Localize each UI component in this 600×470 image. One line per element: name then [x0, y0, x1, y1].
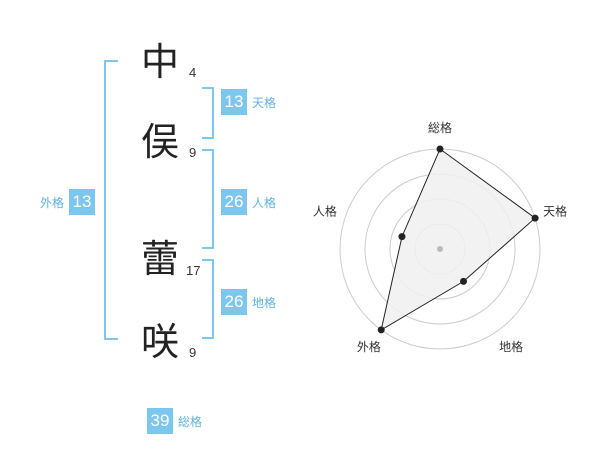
radar-data-polygon [380, 148, 536, 331]
radar-axis-label-3: 地格 [499, 339, 523, 354]
jinkaku-badge: 26 人格 [221, 189, 276, 215]
gaikaku-badge: 外格 13 [40, 189, 96, 215]
name-char-1: 中 [140, 40, 179, 84]
radar-point-1 [436, 145, 444, 153]
gaikaku-value: 13 [69, 189, 96, 215]
tenkaku-label: 天格 [252, 95, 277, 110]
stroke-count-4: 9 [189, 345, 197, 360]
radar-center-dot [437, 246, 443, 252]
soukaku-value: 39 [147, 408, 173, 434]
chikaku-bracket [202, 259, 214, 339]
jinkaku-bracket [202, 149, 214, 249]
chikaku-label: 地格 [252, 295, 277, 310]
stroke-count-1: 4 [189, 65, 197, 80]
jinkaku-value: 26 [221, 189, 247, 215]
name-char-2: 俣 [140, 120, 179, 164]
radar-axis-label-1: 総格 [428, 120, 452, 135]
soukaku-label: 総格 [178, 414, 203, 429]
radar-point-5 [398, 233, 406, 241]
chikaku-value: 26 [221, 289, 247, 315]
jinkaku-label: 人格 [252, 195, 277, 210]
tenkaku-bracket [202, 87, 214, 139]
radar-point-3 [460, 277, 468, 285]
radar-axis-label-4: 外格 [357, 339, 381, 354]
tenkaku-badge: 13 天格 [221, 89, 276, 115]
chikaku-badge: 26 地格 [221, 289, 276, 315]
name-char-4: 咲 [140, 320, 179, 364]
soukaku-badge: 39 総格 [147, 408, 202, 434]
tenkaku-value: 13 [221, 89, 247, 115]
stroke-count-3: 17 [186, 263, 201, 278]
name-char-3: 蕾 [140, 237, 179, 281]
gaikaku-label: 外格 [40, 195, 65, 210]
gaikaku-bracket [104, 60, 118, 340]
radar-axis-label-2: 天格 [543, 204, 567, 219]
radar-point-2 [531, 214, 539, 222]
radar-point-4 [377, 326, 385, 334]
radar-axis-label-5: 人格 [313, 204, 337, 219]
stroke-count-2: 9 [189, 145, 197, 160]
